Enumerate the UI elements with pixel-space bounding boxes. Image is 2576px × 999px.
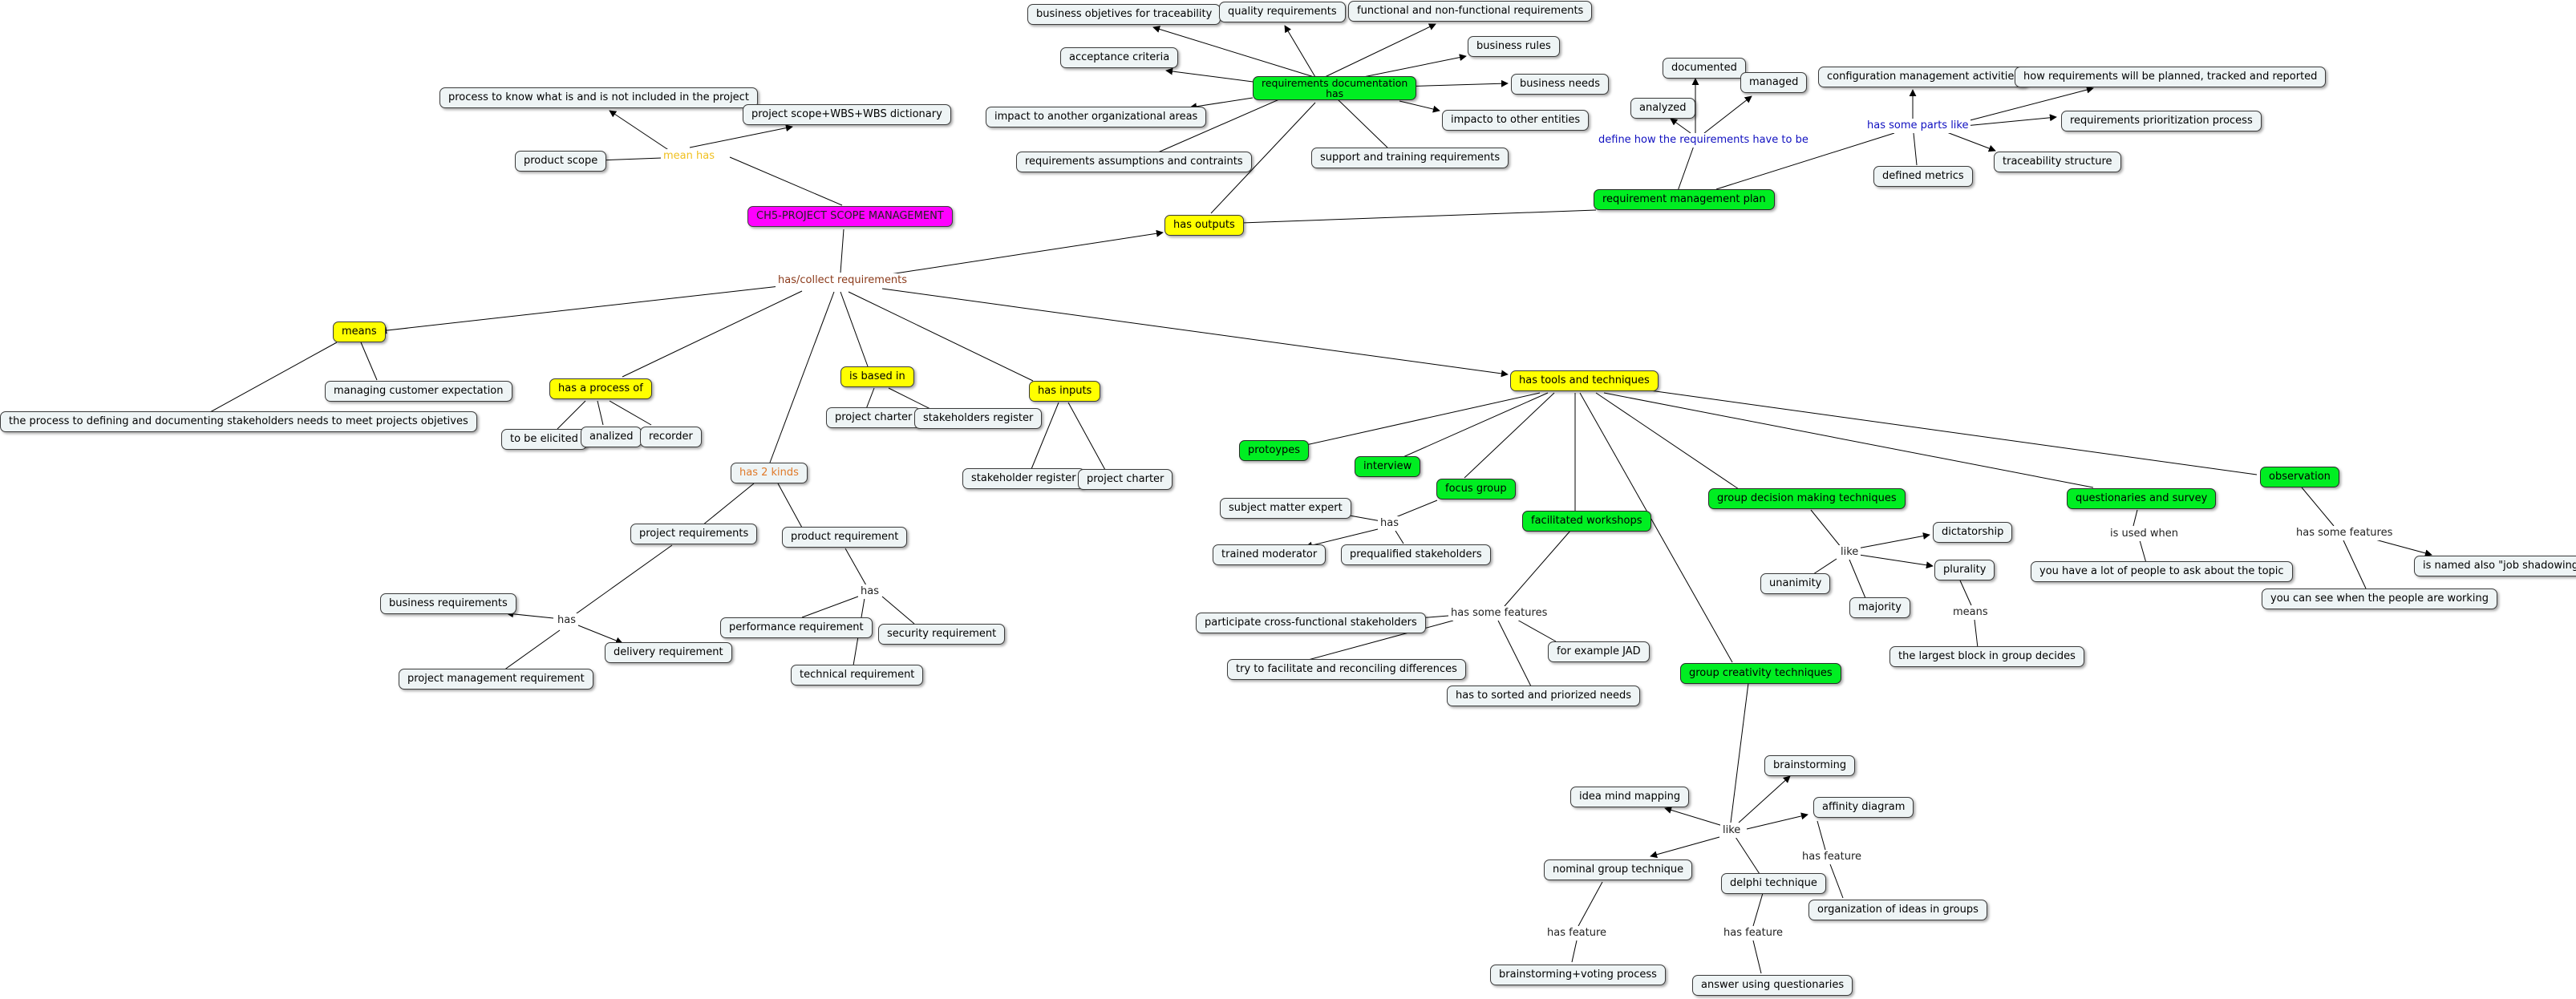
node-questionaries[interactable]: questionaries and survey — [2067, 488, 2217, 509]
node-how-req[interactable]: how requirements will be planned, tracke… — [2015, 67, 2327, 87]
node-req-documentation[interactable]: requirements documentation has — [1253, 76, 1417, 100]
node-try-facilitate[interactable]: try to facilitate and reconciling differ… — [1227, 659, 1466, 680]
link-affinity-feature: has feature — [1800, 850, 1865, 864]
node-has-outputs[interactable]: has outputs — [1164, 215, 1244, 236]
node-pm-requirement[interactable]: project management requirement — [399, 669, 593, 690]
node-impact-org[interactable]: impact to another organizational areas — [986, 107, 1207, 127]
node-prequalified[interactable]: prequalified stakeholders — [1341, 544, 1491, 565]
node-dictatorship[interactable]: dictatorship — [1933, 522, 2013, 543]
node-creativity[interactable]: group creativity techniques — [1680, 663, 1841, 684]
node-largest-block[interactable]: the largest block in group decides — [1889, 646, 2084, 667]
node-means[interactable]: means — [333, 322, 386, 342]
node-organization-ideas[interactable]: organization of ideas in groups — [1808, 900, 1987, 920]
link-means-plurality: means — [1950, 605, 1991, 620]
node-has-process-of[interactable]: has a process of — [549, 378, 652, 399]
root-node[interactable]: CH5-PROJECT SCOPE MANAGEMENT — [747, 206, 953, 227]
node-managed[interactable]: managed — [1740, 72, 1808, 93]
node-trained-moderator[interactable]: trained moderator — [1213, 544, 1326, 565]
node-sorted[interactable]: has to sorted and priorized needs — [1447, 686, 1641, 706]
node-assumptions[interactable]: requirements assumptions and contraints — [1016, 152, 1252, 172]
link-define-how: define how the requirements have to be — [1596, 133, 1811, 148]
node-for-example-jad[interactable]: for example JAD — [1548, 641, 1650, 662]
node-acceptance-criteria[interactable]: acceptance criteria — [1060, 47, 1179, 68]
node-brainstorm-voting[interactable]: brainstorming+voting process — [1490, 965, 1666, 985]
link-has-kinds: has — [555, 613, 578, 628]
edges-group — [209, 23, 2432, 974]
node-config-mgmt[interactable]: configuration management activities — [1818, 67, 2029, 87]
link-like-creativity: like — [1720, 823, 1744, 838]
node-job-shadowing[interactable]: is named also "job shadowing" — [2414, 556, 2576, 576]
node-group-decision[interactable]: group decision making techniques — [1708, 488, 1906, 509]
link-used-when: is used when — [2108, 527, 2181, 541]
node-quality-req[interactable]: quality requirements — [1219, 2, 1346, 22]
node-see-people[interactable]: you can see when the people are working — [2262, 588, 2498, 609]
link-like-decision: like — [1838, 545, 1861, 560]
link-mean-has: mean has — [661, 149, 717, 164]
node-product-requirement[interactable]: product requirement — [782, 527, 908, 548]
node-is-based-in[interactable]: is based in — [840, 366, 914, 387]
node-managing-expectation[interactable]: managing customer expectation — [325, 381, 512, 402]
node-scope-wbs[interactable]: project scope+WBS+WBS dictionary — [743, 104, 951, 125]
node-nominal[interactable]: nominal group technique — [1544, 859, 1693, 880]
node-tools[interactable]: has tools and techniques — [1510, 370, 1659, 391]
node-process-know[interactable]: process to know what is and is not inclu… — [439, 87, 758, 108]
node-business-requirements[interactable]: business requirements — [380, 593, 516, 614]
link-has-product: has — [858, 584, 881, 599]
node-project-requirements[interactable]: project requirements — [630, 524, 758, 544]
node-business-rules[interactable]: business rules — [1468, 36, 1560, 57]
node-documented[interactable]: documented — [1663, 58, 1746, 79]
node-analized[interactable]: analized — [581, 427, 642, 447]
node-impact-entities[interactable]: impacto to other entities — [1442, 110, 1590, 131]
link-has-focus: has — [1378, 516, 1401, 531]
node-business-needs[interactable]: business needs — [1511, 74, 1610, 95]
node-observation[interactable]: observation — [2260, 467, 2339, 487]
node-focus-group[interactable]: focus group — [1436, 479, 1516, 500]
node-analyzed[interactable]: analyzed — [1630, 98, 1695, 119]
node-technical-requirement[interactable]: technical requirement — [791, 665, 924, 686]
node-brainstorming[interactable]: brainstorming — [1764, 755, 1856, 776]
node-project-charter-2[interactable]: project charter — [1078, 469, 1173, 490]
node-support-training[interactable]: support and training requirements — [1311, 148, 1509, 168]
node-majority[interactable]: majority — [1849, 597, 1910, 618]
node-performance-requirement[interactable]: performance requirement — [720, 617, 873, 638]
link-nominal-feature: has feature — [1545, 926, 1610, 940]
node-functional-req[interactable]: functional and non-functional requiremen… — [1348, 1, 1593, 22]
node-business-objetives[interactable]: business objetives for traceability — [1027, 4, 1221, 25]
node-delphi[interactable]: delphi technique — [1721, 873, 1826, 894]
node-project-charter-1[interactable]: project charter — [826, 407, 921, 428]
node-security-requirement[interactable]: security requirement — [878, 624, 1006, 645]
node-participate[interactable]: participate cross-functional stakeholder… — [1196, 613, 1426, 633]
node-product-scope[interactable]: product scope — [515, 151, 607, 172]
node-has-inputs[interactable]: has inputs — [1029, 381, 1101, 402]
node-prioritization[interactable]: requirements prioritization process — [2061, 111, 2262, 131]
node-idea-mind[interactable]: idea mind mapping — [1570, 787, 1690, 807]
node-unanimity[interactable]: unanimity — [1760, 573, 1831, 594]
link-workshop-features: has some features — [1448, 606, 1550, 621]
node-interview[interactable]: interview — [1355, 456, 1421, 477]
node-rmp[interactable]: requirement management plan — [1594, 189, 1775, 210]
node-answer-questionaries[interactable]: answer using questionaries — [1692, 975, 1853, 996]
node-plurality[interactable]: plurality — [1934, 560, 1995, 580]
node-prototypes[interactable]: protoypes — [1239, 440, 1310, 461]
link-delphi-feature: has feature — [1721, 926, 1786, 940]
node-facilitated-workshops[interactable]: facilitated workshops — [1522, 511, 1651, 532]
node-to-be-elicited[interactable]: to be elicited — [501, 429, 587, 450]
link-collect: has/collect requirements — [776, 273, 910, 288]
node-delivery-requirement[interactable]: delivery requirement — [605, 642, 732, 663]
link-parts-like: has some parts like — [1865, 119, 1971, 133]
node-subject-expert[interactable]: subject matter expert — [1220, 498, 1351, 519]
node-recorder[interactable]: recorder — [640, 427, 702, 447]
node-defined-metrics[interactable]: defined metrics — [1873, 166, 1973, 187]
node-lot-of-people[interactable]: you have a lot of people to ask about th… — [2031, 561, 2293, 582]
node-affinity[interactable]: affinity diagram — [1813, 797, 1914, 818]
node-process-defining[interactable]: the process to defining and documenting … — [0, 411, 477, 432]
node-traceability-structure[interactable]: traceability structure — [1994, 152, 2121, 172]
node-has-2-kinds[interactable]: has 2 kinds — [731, 463, 808, 483]
node-stakeholder-register-2[interactable]: stakeholder register — [962, 468, 1085, 489]
link-obs-features: has some features — [2294, 526, 2396, 540]
node-stakeholders-register-1[interactable]: stakeholders register — [914, 408, 1043, 429]
